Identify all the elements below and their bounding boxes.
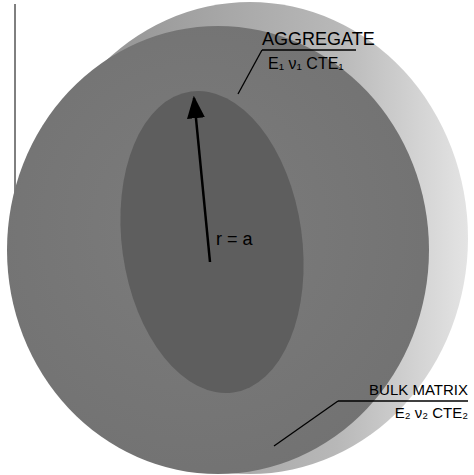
aggregate-circle	[102, 79, 323, 405]
dimension-label: r = a	[216, 230, 253, 250]
underline	[262, 49, 356, 50]
material-properties: E₂ ν₂ CTE₂	[395, 405, 468, 422]
radius-arrow	[194, 98, 210, 262]
leader-line	[238, 50, 262, 94]
matrix-face	[7, 26, 429, 474]
underline	[338, 400, 468, 401]
material-properties: E₁ ν₁ CTE₁	[268, 55, 344, 73]
leader-line	[274, 401, 338, 446]
part-name: AGGREGATE	[262, 30, 375, 50]
part-name: BULK MATRIX	[369, 382, 468, 399]
